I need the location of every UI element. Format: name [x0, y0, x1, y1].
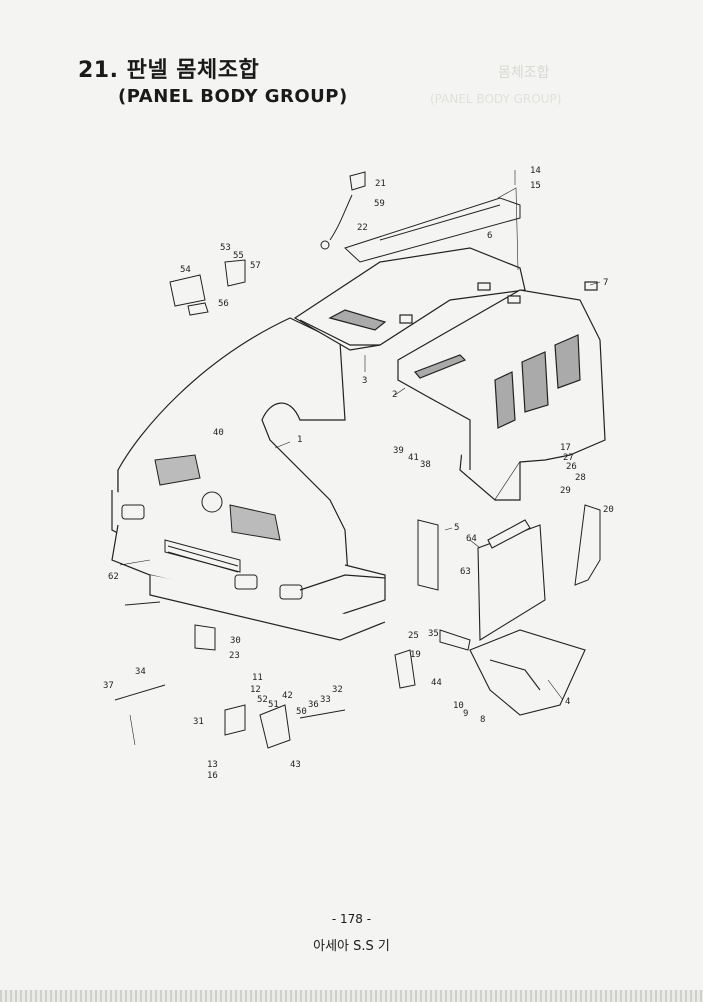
callout-62: 62	[108, 572, 119, 582]
callout-50: 50	[296, 707, 307, 717]
callout-40: 40	[213, 428, 224, 438]
bleed-through-title: 몸체조합	[498, 65, 550, 81]
callout-11: 11	[252, 673, 263, 683]
top-panel	[293, 247, 526, 351]
callout-28: 28	[575, 473, 586, 483]
top-rail	[344, 197, 521, 263]
callout-44: 44	[431, 678, 442, 688]
bleed-through-subtitle: (PANEL BODY GROUP)	[430, 92, 562, 106]
callout-23: 23	[229, 651, 240, 661]
page-number: - 178 -	[331, 912, 372, 926]
callout-34: 34	[135, 667, 146, 677]
model-name: 아세아 S.S 기	[313, 939, 390, 954]
callout-20: 20	[603, 505, 614, 515]
callout-21: 21	[375, 179, 386, 189]
side-panel	[469, 519, 586, 716]
callout-36: 36	[308, 700, 319, 710]
callout-31: 31	[193, 717, 204, 727]
part-callouts: 1 2 3 4 5 6 7 8 9 10 11 12 13 14 15 16 1…	[103, 166, 614, 781]
callout-43: 43	[290, 760, 301, 770]
headlights	[121, 504, 303, 600]
callout-15: 15	[530, 181, 541, 191]
callout-13: 13	[207, 760, 218, 770]
callout-64: 64	[466, 534, 477, 544]
lower-linkage-parts	[114, 601, 416, 749]
brackets	[417, 504, 601, 651]
callout-56: 56	[218, 299, 229, 309]
callout-38: 38	[420, 460, 431, 470]
callout-33: 33	[320, 695, 331, 705]
callout-26: 26	[566, 462, 577, 472]
callout-53: 53	[220, 243, 231, 253]
callout-63: 63	[460, 567, 471, 577]
callout-2: 2	[392, 390, 397, 400]
callout-42: 42	[282, 691, 293, 701]
small-hinge-parts	[169, 171, 366, 316]
scan-edge	[0, 990, 703, 1002]
callout-10: 10	[453, 701, 464, 711]
callout-4: 4	[565, 697, 570, 707]
callout-6: 6	[487, 231, 492, 241]
callout-1: 1	[297, 435, 302, 445]
front-grilles	[154, 454, 281, 573]
page-title: 21. 판넬 몸체조합	[78, 58, 260, 83]
callout-17: 17	[560, 443, 571, 453]
page-subtitle: (PANEL BODY GROUP)	[118, 86, 348, 107]
front-hood-body	[111, 317, 386, 641]
callout-29: 29	[560, 486, 571, 496]
callout-12: 12	[250, 685, 261, 695]
callout-22: 22	[357, 223, 368, 233]
callout-3: 3	[362, 376, 367, 386]
callout-16: 16	[207, 771, 218, 781]
callout-39: 39	[393, 446, 404, 456]
callout-37: 37	[103, 681, 114, 691]
callout-25: 25	[408, 631, 419, 641]
callout-5: 5	[454, 523, 459, 533]
callout-7: 7	[603, 278, 608, 288]
callout-35: 35	[428, 629, 439, 639]
callout-9: 9	[463, 709, 468, 719]
callout-14: 14	[530, 166, 541, 176]
callout-54: 54	[180, 265, 191, 275]
rear-body	[397, 281, 606, 501]
callout-8: 8	[480, 715, 485, 725]
callout-30: 30	[230, 636, 241, 646]
callout-57: 57	[250, 261, 261, 271]
callout-59: 59	[374, 199, 385, 209]
callout-32: 32	[332, 685, 343, 695]
callout-55: 55	[233, 251, 244, 261]
callout-19: 19	[410, 650, 421, 660]
callout-52: 52	[257, 695, 268, 705]
leader-lines	[119, 170, 601, 746]
callout-27: 27	[563, 453, 574, 463]
callout-41: 41	[408, 453, 419, 463]
callout-51: 51	[268, 700, 279, 710]
